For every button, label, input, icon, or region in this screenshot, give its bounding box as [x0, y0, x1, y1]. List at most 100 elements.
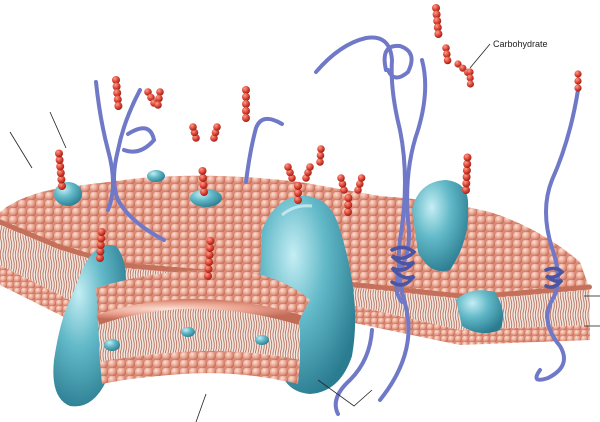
fiber-coil-right — [544, 266, 565, 289]
carbohydrate-bead — [316, 151, 325, 160]
chain-big-protein-a — [284, 163, 296, 182]
leader-carbohydrate — [469, 43, 491, 69]
carbohydrate-bead — [443, 56, 452, 65]
chain-center-y-b — [354, 174, 366, 194]
carbohydrate-bead — [466, 74, 474, 82]
leader-left-1 — [9, 131, 33, 169]
chain-far-right — [574, 70, 582, 92]
carbohydrate-bead — [316, 158, 324, 166]
carbohydrate-bead — [57, 175, 66, 184]
carbohydrate-bead — [97, 234, 106, 243]
carbohydrate-bead — [55, 156, 64, 164]
carbohydrate-bead — [466, 68, 474, 76]
carbohydrate-bead — [156, 88, 164, 96]
carbohydrate-bead — [56, 162, 65, 171]
front-block-bottom — [100, 351, 300, 384]
carbohydrate-bead — [154, 101, 162, 109]
front-block-upper-edge — [96, 298, 302, 325]
chain-big-protein-c — [316, 145, 325, 166]
carbohydrate-bead — [344, 194, 353, 202]
fiber-left-c — [122, 126, 157, 154]
carbohydrate-bead — [463, 153, 472, 162]
carbohydrate-bead — [242, 100, 250, 108]
carbohydrate-chains — [55, 4, 582, 280]
lower-leaflet-right-heads — [330, 300, 590, 345]
carbohydrate-bead — [338, 180, 347, 188]
carbohydrate-bead — [454, 60, 462, 68]
fiber-left-b — [112, 88, 166, 242]
carbohydrate-bead — [113, 89, 122, 97]
carbohydrate-bead — [432, 4, 440, 12]
leader-bottom-left — [195, 393, 207, 422]
chain-big-protein-stem — [294, 182, 302, 204]
carbohydrate-bead — [198, 167, 207, 175]
carbohydrate-bead — [213, 123, 221, 131]
carbohydrate-bead — [443, 50, 451, 58]
chain-top-right-b — [442, 44, 452, 65]
carbohydrate-bead — [242, 86, 250, 94]
integral-protein-right-lower — [456, 290, 504, 334]
carbohydrate-bead — [432, 10, 441, 19]
carbohydrate-bead — [55, 149, 63, 158]
chain-back-center-branch-a — [189, 123, 200, 142]
carbohydrate-bead — [462, 173, 471, 181]
front-block-protein-3 — [255, 335, 269, 345]
fiber-left-a — [94, 80, 115, 212]
carbohydrate-bead — [114, 102, 123, 110]
carbohydrate-bead — [96, 247, 105, 256]
lipid-bilayer-front-block — [96, 269, 310, 384]
carbohydrate-bead — [284, 163, 292, 171]
carbohydrate-bead — [463, 160, 472, 168]
carbohydrate-bead — [242, 114, 250, 122]
carbohydrate-bead — [466, 80, 474, 88]
carbohydrate-bead — [112, 76, 120, 84]
carbohydrate-bead — [56, 169, 65, 177]
leader-lines — [9, 43, 600, 422]
fiber-right-twist — [394, 58, 428, 304]
carbohydrate-bead — [574, 70, 582, 78]
chain-right-protein — [462, 153, 472, 194]
carbohydrate-bead — [200, 188, 208, 196]
carbohydrate-bead — [354, 186, 362, 194]
carbohydrate-bead — [344, 201, 353, 209]
carbohydrate-bead — [340, 186, 348, 194]
fiber-center — [244, 116, 284, 184]
fiber-right-loop — [382, 43, 414, 80]
carbohydrate-bead — [442, 44, 450, 52]
carbohydrate-bead — [356, 180, 364, 188]
carbohydrate-bead — [242, 107, 250, 115]
carbohydrate-bead — [96, 254, 104, 262]
carbohydrate-bead — [434, 30, 443, 38]
leader-bottom-center — [317, 379, 373, 407]
carbohydrate-bead — [58, 182, 66, 190]
fiber-bottom-center — [333, 328, 374, 416]
integral-protein-back-center — [190, 189, 222, 207]
chain-top-right-d — [466, 68, 474, 88]
carbohydrate-bead — [433, 23, 442, 32]
carbohydrate-bead — [574, 77, 582, 85]
carbohydrate-bead — [574, 84, 582, 92]
carbohydrate-bead — [344, 208, 352, 216]
chain-left-branch-b — [154, 88, 164, 109]
chain-front-center — [204, 237, 215, 280]
chain-center-y-a — [337, 174, 348, 194]
front-block-protein-1 — [104, 339, 120, 351]
carbohydrate-bead — [294, 196, 302, 204]
carbohydrate-bead — [459, 64, 467, 72]
carbohydrate-bead — [199, 174, 207, 182]
front-block-tails — [98, 301, 300, 362]
chain-left-edge — [55, 149, 66, 190]
fiber-far-right — [534, 88, 580, 382]
carbohydrate-bead — [204, 265, 213, 273]
carbohydrate-bead — [189, 123, 197, 131]
carbohydrate-bead — [306, 163, 314, 171]
carbohydrate-bead — [294, 182, 302, 190]
carbohydrate-bead — [433, 17, 442, 25]
fiber-right-long — [314, 35, 411, 402]
carbohydrate-bead — [357, 174, 366, 182]
carbohydrate-bead — [113, 95, 122, 104]
carbohydrate-bead — [462, 179, 471, 188]
leader-left-2 — [49, 111, 67, 149]
carbohydrate-bead — [206, 237, 215, 245]
